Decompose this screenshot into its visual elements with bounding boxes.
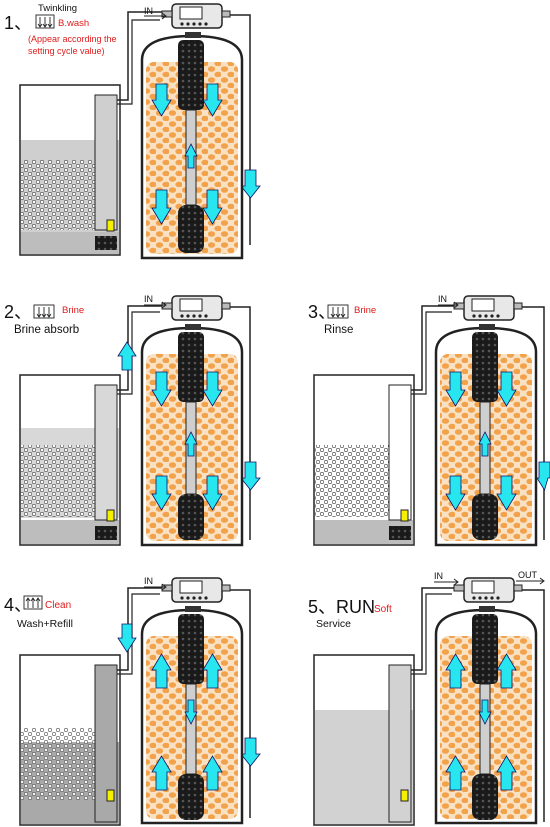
- step-number: 2、: [4, 302, 32, 322]
- brine-tank: [19, 374, 121, 546]
- twinkling-label: Twinkling: [38, 3, 77, 14]
- inlet-label: IN: [434, 571, 443, 581]
- step-1-backwash: 1、 Twinkling B.wash (Appear according th…: [4, 3, 261, 260]
- step-description: Service: [316, 618, 351, 630]
- inlet-label: IN: [144, 576, 153, 586]
- refill-flow-arrow: [117, 623, 137, 653]
- float-indicator: [106, 219, 115, 232]
- mode-label: Soft: [374, 604, 392, 615]
- control-valve: [161, 3, 231, 29]
- step-number: 3、: [308, 302, 336, 322]
- control-valve: [161, 577, 231, 603]
- float-indicator: [106, 789, 115, 802]
- step-description: Brine absorb: [14, 324, 79, 336]
- control-valve: [453, 577, 523, 603]
- drain-flow-arrow: [240, 737, 261, 767]
- step-3-rinse: 3、 Brine Rinse IN: [308, 294, 550, 547]
- step-2-brine-absorb: 2、 Brine Brine absorb IN: [4, 294, 261, 547]
- step-description: Wash+Refill: [17, 618, 73, 630]
- flow-arrows: [151, 653, 223, 791]
- drain-flow-arrow: [240, 461, 261, 491]
- clean-icon: [23, 595, 43, 610]
- inlet-label: IN: [438, 294, 447, 304]
- inlet-label: IN: [144, 294, 153, 304]
- flow-arrows: [151, 83, 223, 225]
- backwash-icon: [35, 14, 55, 29]
- mode-label: Brine: [62, 305, 84, 316]
- inlet-label: IN: [144, 6, 153, 16]
- float-indicator: [400, 789, 409, 802]
- brine-tank: [313, 374, 415, 546]
- brine-tank: [19, 654, 121, 826]
- mode-label: B.wash: [58, 18, 89, 29]
- brine-icon: [327, 304, 349, 319]
- cycle-note: (Appear according the: [28, 34, 117, 44]
- brine-tank: [313, 654, 415, 826]
- float-indicator: [106, 509, 115, 522]
- drain-flow-arrow: [240, 169, 261, 199]
- control-valve: [161, 295, 231, 321]
- flow-arrows: [445, 653, 517, 791]
- step-5-service: 5、RUN Soft Service IN OUT: [308, 570, 545, 826]
- step-4-wash-refill: 4、 Clean Wash+Refill IN: [4, 576, 261, 826]
- flow-arrows: [151, 371, 223, 511]
- brine-tank: [19, 84, 121, 256]
- resin-tank: [140, 32, 244, 260]
- step-number: 4、: [4, 595, 32, 615]
- step-description: Rinse: [324, 324, 353, 336]
- float-indicator: [400, 509, 409, 522]
- outlet-label: OUT: [518, 570, 538, 580]
- brine-flow-arrow: [117, 341, 137, 371]
- flow-arrows: [445, 371, 517, 511]
- brine-icon: [33, 304, 55, 319]
- control-valve: [453, 295, 523, 321]
- cycle-note-2: setting cycle value): [28, 46, 105, 56]
- step-number: 5、RUN: [308, 597, 375, 617]
- drain-flow-arrow: [536, 461, 550, 491]
- mode-label: Clean: [45, 600, 71, 611]
- mode-label: Brine: [354, 305, 376, 316]
- step-number: 1、: [4, 13, 32, 33]
